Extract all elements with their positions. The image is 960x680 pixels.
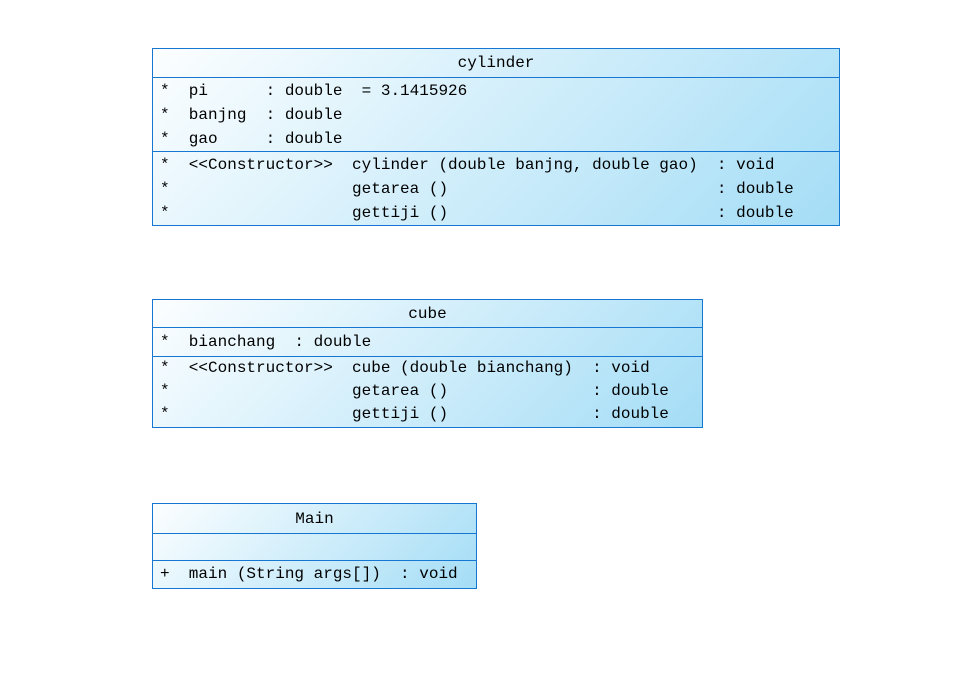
class-title: cylinder: [153, 49, 839, 78]
method-row: * getarea () : double: [160, 179, 794, 198]
attributes-compartment: * pi : double = 3.1415926 * banjng : dou…: [153, 78, 839, 152]
method-row: * <<Constructor>> cylinder (double banjn…: [160, 155, 775, 174]
attributes-compartment: * bianchang : double: [153, 328, 702, 357]
method-row: * gettiji () : double: [160, 203, 794, 222]
method-row: * <<Constructor>> cube (double bianchang…: [160, 359, 650, 377]
class-title: Main: [153, 504, 476, 534]
methods-compartment: + main (String args[]) : void: [153, 561, 476, 586]
methods-compartment: * <<Constructor>> cube (double bianchang…: [153, 357, 702, 426]
class-title: cube: [153, 300, 702, 328]
class-box-cylinder[interactable]: cylinder * pi : double = 3.1415926 * ban…: [152, 48, 840, 226]
attribute-row: * pi : double = 3.1415926: [160, 81, 468, 100]
method-row: + main (String args[]) : void: [160, 564, 458, 583]
attributes-compartment: [153, 534, 476, 561]
attribute-row: * bianchang : double: [160, 333, 372, 351]
class-box-cube[interactable]: cube * bianchang : double * <<Constructo…: [152, 299, 703, 428]
method-row: * gettiji () : double: [160, 405, 669, 423]
attribute-row: * banjng : double: [160, 105, 343, 124]
class-box-main[interactable]: Main + main (String args[]) : void: [152, 503, 477, 589]
attribute-row: * gao : double: [160, 129, 343, 148]
methods-compartment: * <<Constructor>> cylinder (double banjn…: [153, 152, 839, 225]
method-row: * getarea () : double: [160, 382, 669, 400]
